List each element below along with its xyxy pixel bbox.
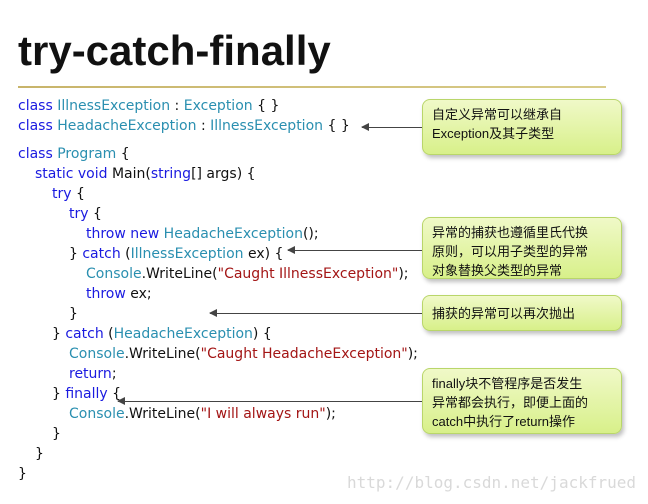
code-line-8: } catch (IllnessException ex) { bbox=[69, 244, 283, 264]
code-line-5: try { bbox=[52, 184, 85, 204]
punctuation: : bbox=[170, 98, 184, 114]
punctuation: ) { bbox=[252, 326, 272, 342]
type-name: IllnessException bbox=[57, 98, 171, 114]
punctuation: { bbox=[107, 386, 122, 402]
keyword: try bbox=[52, 186, 72, 202]
code-line-13: Console.WriteLine("Caught HeadacheExcept… bbox=[69, 344, 418, 364]
punctuation: { } bbox=[252, 98, 280, 114]
code-line-1: class IllnessException : Exception { } bbox=[18, 96, 279, 116]
punctuation: { bbox=[71, 186, 85, 202]
code-line-6: try { bbox=[69, 204, 102, 224]
method-name: Main( bbox=[111, 166, 151, 182]
code-line-3: class Program { bbox=[18, 144, 130, 164]
code-line-19: } bbox=[18, 464, 27, 484]
code-line-4: static void Main(string[] args) { bbox=[35, 164, 256, 184]
string-literal: "Caught HeadacheException" bbox=[200, 346, 408, 362]
exception-declarations: class IllnessException : Exception { } c… bbox=[18, 96, 378, 138]
punctuation: ; bbox=[111, 366, 117, 382]
keyword: catch bbox=[65, 326, 104, 342]
type-name: HeadacheException bbox=[57, 118, 197, 134]
punctuation: } bbox=[18, 466, 27, 482]
code-line-17: } bbox=[52, 424, 61, 444]
punctuation: ); bbox=[325, 406, 336, 422]
punctuation: } bbox=[69, 246, 83, 262]
keyword: string bbox=[150, 166, 192, 182]
keyword: class bbox=[18, 118, 58, 134]
string-literal: "Caught IllnessException" bbox=[217, 266, 399, 282]
callout-substitution: 异常的捕获也遵循里氏代换 原则，可以用子类型的异常 对象替换父类型的异常 bbox=[422, 217, 622, 279]
keyword: return bbox=[69, 366, 112, 382]
code-line-16: Console.WriteLine("I will always run"); bbox=[69, 404, 336, 424]
punctuation: .WriteLine( bbox=[124, 346, 201, 362]
punctuation: { bbox=[88, 206, 102, 222]
code-line-2: class HeadacheException : IllnessExcepti… bbox=[18, 116, 350, 136]
punctuation: { bbox=[116, 146, 130, 162]
keyword: class bbox=[18, 98, 58, 114]
punctuation: ex; bbox=[125, 286, 152, 302]
punctuation: .WriteLine( bbox=[124, 406, 201, 422]
punctuation: ( bbox=[103, 326, 114, 342]
callout-substitution-arrow bbox=[287, 246, 422, 254]
code-line-10: throw ex; bbox=[86, 284, 152, 304]
type-name: Exception bbox=[183, 98, 253, 114]
keyword: finally bbox=[65, 386, 108, 402]
type-name: HeadacheException bbox=[163, 226, 303, 242]
callout-finally: finally块不管程序是否发生 异常都会执行，即便上面的 catch中执行了r… bbox=[422, 368, 622, 434]
punctuation: ( bbox=[120, 246, 131, 262]
keyword: throw bbox=[86, 286, 126, 302]
code-line-7: throw new HeadacheException(); bbox=[86, 224, 319, 244]
keyword: class bbox=[18, 146, 58, 162]
type-name: Console bbox=[86, 266, 142, 282]
type-name: IllnessException bbox=[130, 246, 244, 262]
keyword: try bbox=[69, 206, 89, 222]
keyword: static void bbox=[35, 166, 112, 182]
punctuation: ); bbox=[398, 266, 409, 282]
punctuation: { } bbox=[323, 118, 350, 134]
type-name: IllnessException bbox=[210, 118, 324, 134]
keyword: catch bbox=[82, 246, 121, 262]
type-name: Program bbox=[57, 146, 117, 162]
punctuation: } bbox=[69, 306, 78, 322]
punctuation: .WriteLine( bbox=[141, 266, 218, 282]
punctuation: } bbox=[52, 386, 66, 402]
watermark: http://blog.csdn.net/jackfrued bbox=[347, 473, 636, 492]
callout-rethrow: 捕获的异常可以再次抛出 bbox=[422, 295, 622, 331]
punctuation: ex) { bbox=[243, 246, 284, 262]
string-literal: "I will always run" bbox=[200, 406, 326, 422]
punctuation: : bbox=[196, 118, 211, 134]
punctuation: } bbox=[52, 426, 61, 442]
code-line-11: } bbox=[69, 304, 78, 324]
type-name: Console bbox=[69, 406, 125, 422]
slide-title: try-catch-finally bbox=[18, 27, 331, 74]
callout-rethrow-arrow bbox=[209, 309, 422, 317]
code-line-9: Console.WriteLine("Caught IllnessExcepti… bbox=[86, 264, 409, 284]
code-line-14: return; bbox=[69, 364, 117, 384]
callout-finally-arrow bbox=[117, 397, 422, 405]
keyword: throw new bbox=[86, 226, 164, 242]
punctuation: } bbox=[52, 326, 66, 342]
type-name: HeadacheException bbox=[113, 326, 253, 342]
punctuation: ); bbox=[407, 346, 418, 362]
code-line-15: } finally { bbox=[52, 384, 121, 404]
program-code: class Program { static void Main(string[… bbox=[18, 144, 438, 489]
punctuation: [] args) { bbox=[191, 166, 256, 182]
type-name: Console bbox=[69, 346, 125, 362]
code-line-12: } catch (HeadacheException) { bbox=[52, 324, 272, 344]
callout-inheritance: 自定义异常可以继承自 Exception及其子类型 bbox=[422, 99, 622, 155]
callout-inheritance-arrow bbox=[361, 123, 422, 131]
title-underline bbox=[18, 86, 606, 88]
punctuation: (); bbox=[302, 226, 319, 242]
code-line-18: } bbox=[35, 444, 44, 464]
punctuation: } bbox=[35, 446, 44, 462]
